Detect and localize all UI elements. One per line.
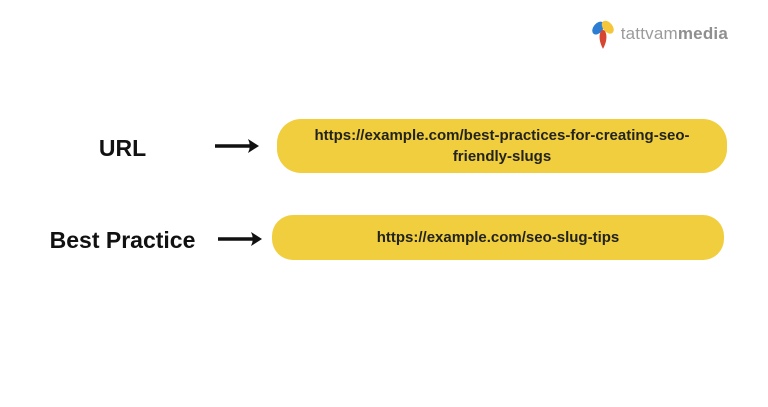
arrow-head xyxy=(251,232,262,246)
brand-wordmark-tattvam: tattvam xyxy=(620,24,678,43)
logo-right-petal xyxy=(601,20,614,34)
right-arrow-icon xyxy=(215,139,259,153)
url-label: URL xyxy=(98,135,147,161)
brand-wordmark-media: media xyxy=(677,24,728,43)
best-practice-text: https://example.com/seo-slug-tips xyxy=(376,229,620,246)
brand-logo: tattvammedia xyxy=(590,16,728,52)
url-example-pill: https://example.com/best-practices-for-c… xyxy=(277,119,727,173)
best-practice-label: Best Practice xyxy=(49,227,196,253)
logo-bottom-petal xyxy=(599,29,607,49)
url-example-text: https://example.com/best-practices-for-c… xyxy=(314,127,690,165)
best-practice-pill: https://example.com/seo-slug-tips xyxy=(272,215,724,260)
arrow-head xyxy=(248,139,259,153)
tattvam-media-logo-icon xyxy=(591,20,614,49)
brand-wordmark: tattvammedia xyxy=(621,24,728,44)
right-arrow-icon xyxy=(218,232,262,246)
